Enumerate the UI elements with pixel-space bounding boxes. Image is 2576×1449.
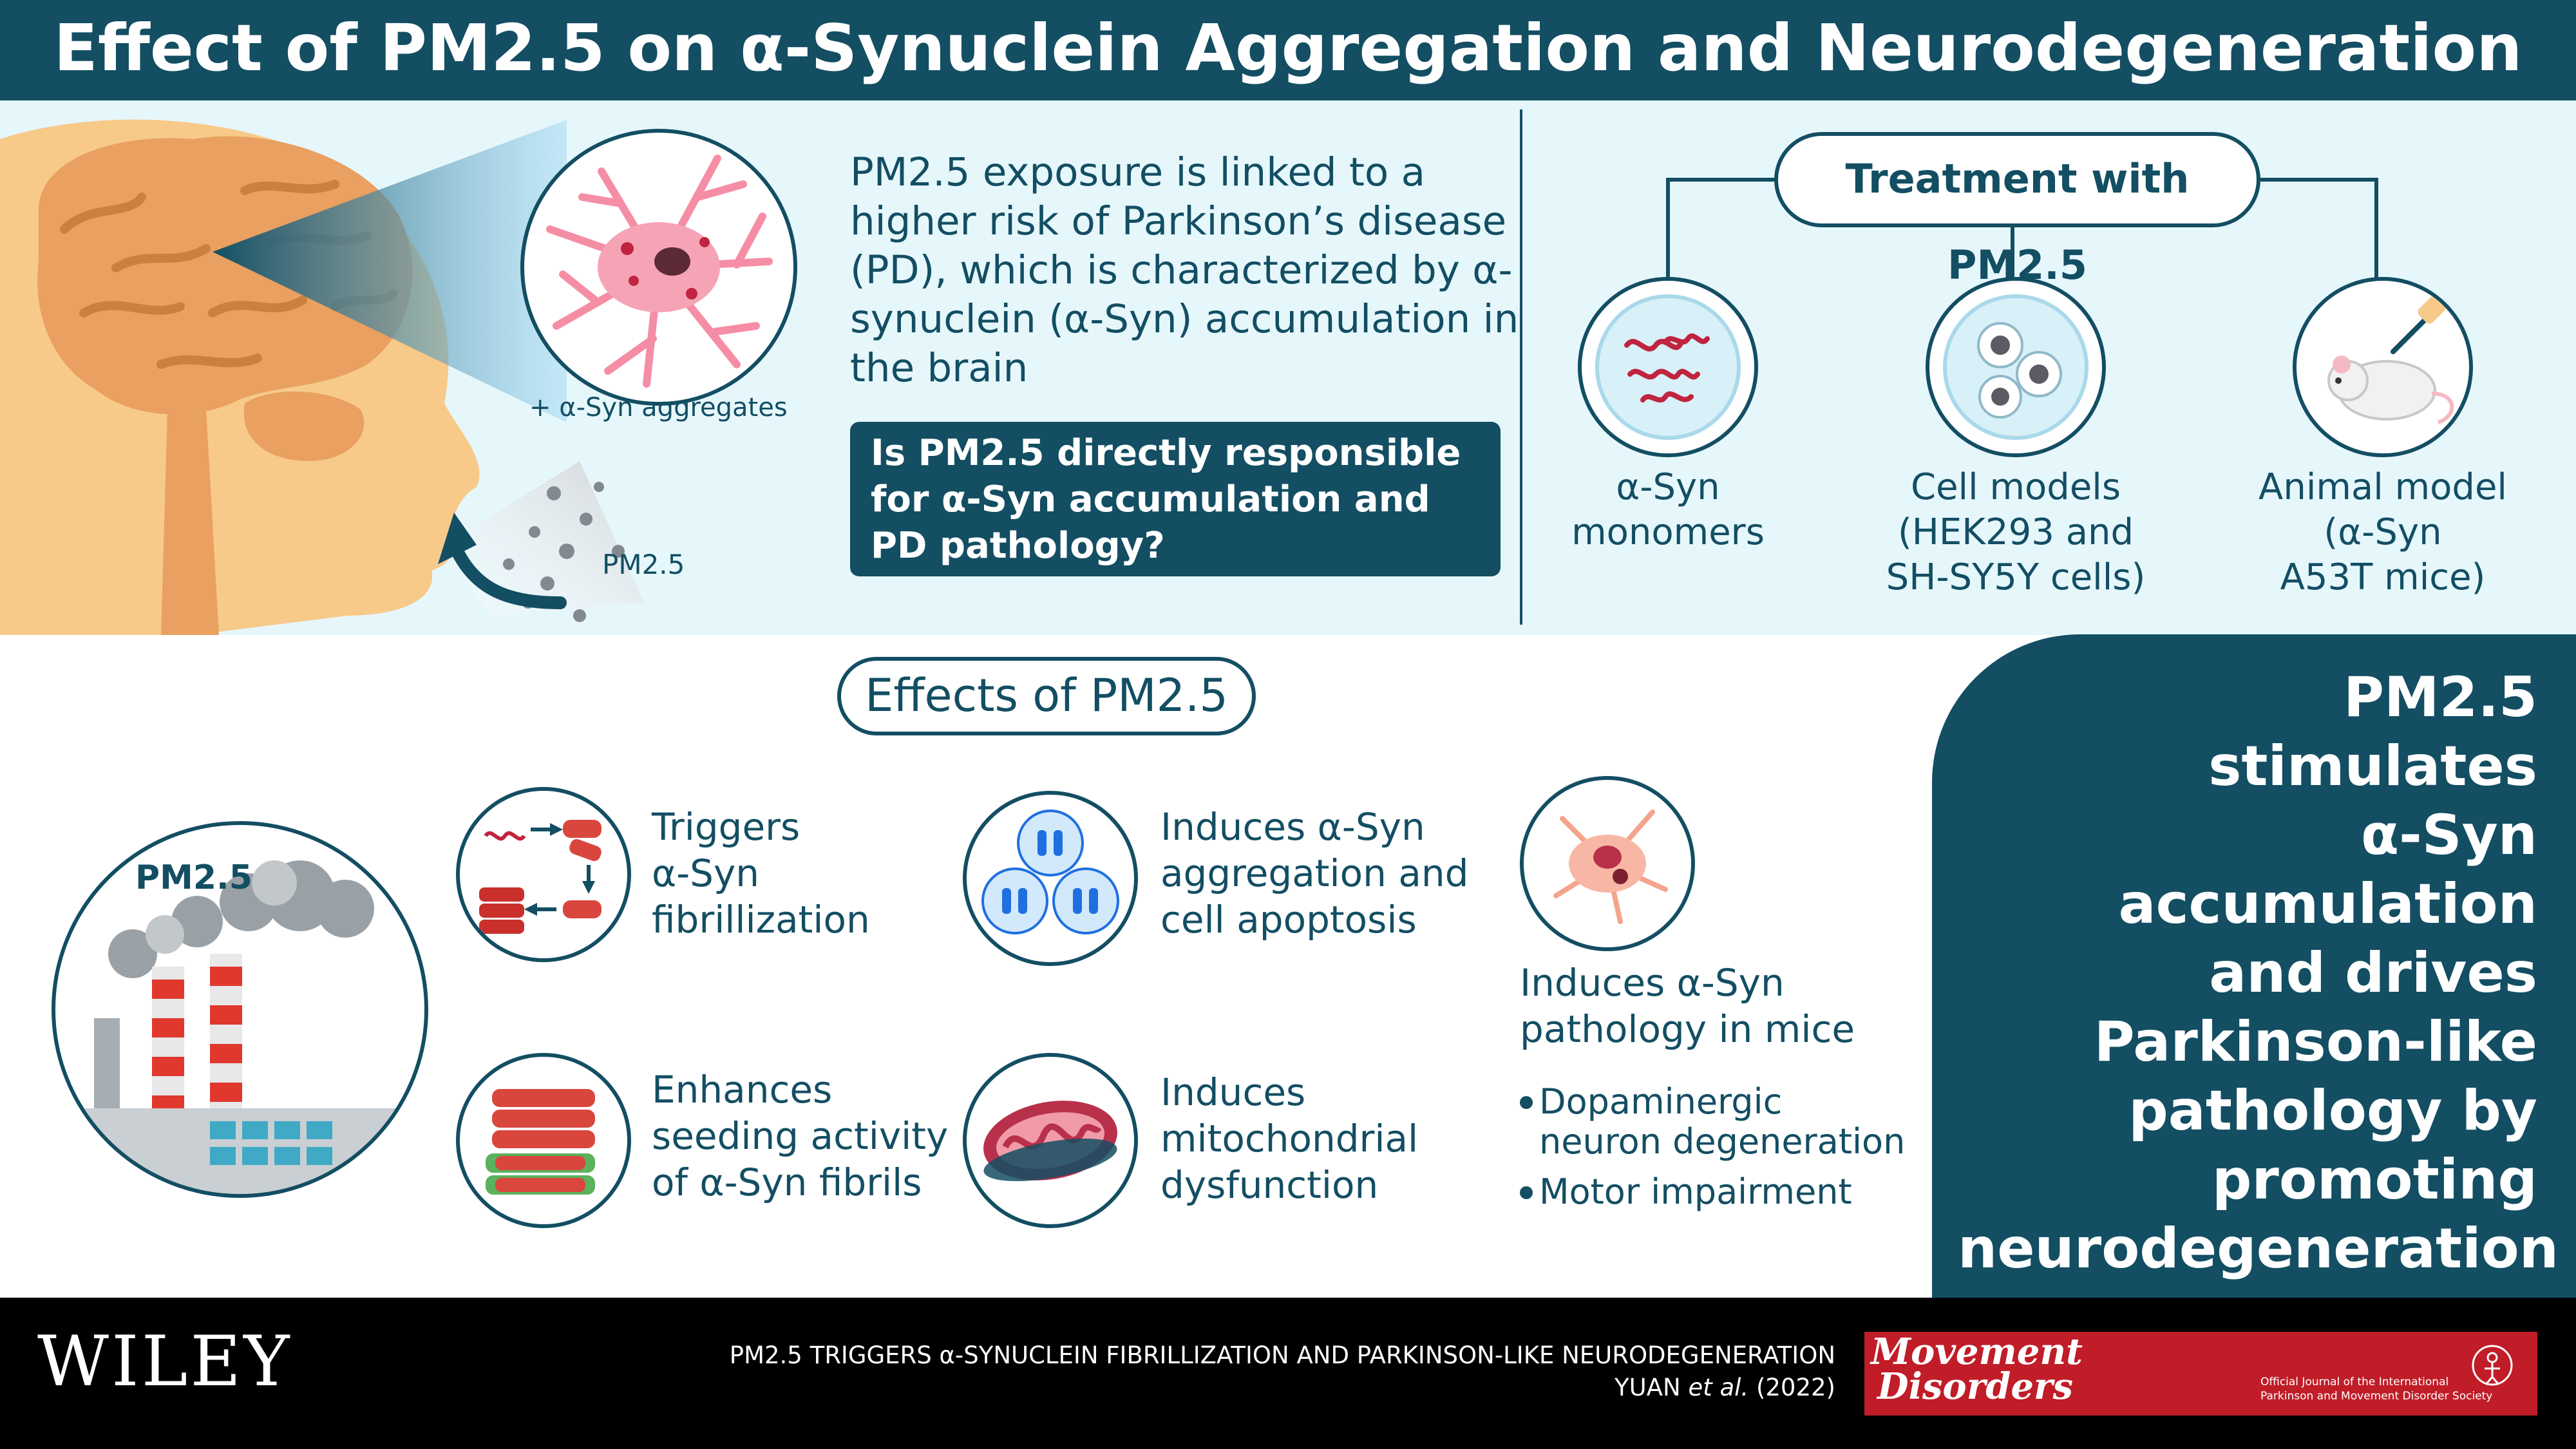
effects-title: Effects of PM2.5 <box>837 657 1256 735</box>
factory-pm25-label: PM2.5 <box>135 858 252 897</box>
mouse-pathology-circle <box>1520 776 1695 951</box>
journal-tagline: Official Journal of the International Pa… <box>2260 1376 2493 1403</box>
fibril-seeding-icon <box>486 1089 595 1195</box>
footer-citation: YUAN et al. (2022) <box>1615 1374 1835 1401</box>
title-bar <box>0 0 2576 100</box>
effect-mitochondria-label: Induces mitochondrial dysfunction <box>1160 1070 1419 1207</box>
mitochondria-icon <box>983 1101 1117 1182</box>
bullet-motor-impairment: Motor impairment <box>1520 1172 1905 1212</box>
neuron-icon <box>1553 810 1668 924</box>
mice-bullets: Dopaminergic neuron degeneration Motor i… <box>1520 1082 1905 1212</box>
monomers-circle <box>1578 277 1758 457</box>
bullet-dot <box>1520 1186 1533 1199</box>
journal-logo-box <box>1864 1332 2537 1416</box>
effect-aggregation-label: Induces α-Syn aggregation and cell apopt… <box>1160 805 1469 942</box>
seeding-circle <box>456 1053 631 1228</box>
cell-aggregation-icon <box>981 810 1119 934</box>
effect-mice-label: Induces α-Syn pathology in mice <box>1520 961 1855 1051</box>
society-emblem-icon <box>2472 1345 2513 1386</box>
question-text: Is PM2.5 directly responsible for α-Syn … <box>871 432 1461 567</box>
question-box <box>850 422 1501 576</box>
animal-model-circle <box>2293 277 2473 457</box>
summary-conclusion: PM2.5 stimulates α-Syn accumulation and … <box>1958 665 2559 1281</box>
animal-model-label: Animal model (α-Syn A53T mice) <box>2259 466 2507 598</box>
panel-divider <box>1520 109 1522 625</box>
cell-dish-icon <box>1943 294 2088 440</box>
cell-models-circle <box>1926 277 2106 457</box>
neuron-icon <box>546 155 773 388</box>
treatment-connector-lines <box>1666 178 2378 278</box>
intro-text: PM2.5 exposure is linked to a higher ris… <box>850 149 1519 391</box>
effect-seeding-label: Enhances seeding activity of α-Syn fibri… <box>652 1068 949 1204</box>
aggregation-circle <box>963 791 1138 966</box>
mouse-injection-icon <box>2327 296 2454 424</box>
footer-article-title: PM2.5 TRIGGERS α-SYNUCLEIN FIBRILLIZATIO… <box>729 1341 1835 1369</box>
bullet-neuron-degeneration: Dopaminergic neuron degeneration <box>1520 1082 1905 1162</box>
mitochondria-circle <box>963 1053 1138 1228</box>
pm25-inhaled-label: PM2.5 <box>602 549 685 580</box>
fibrillization-circle <box>456 787 631 962</box>
aggregates-label: + α-Syn aggregates <box>529 393 788 422</box>
wiley-logo: WILEY <box>37 1321 292 1402</box>
summary-panel <box>1932 634 2576 1298</box>
monomers-label: α-Syn monomers <box>1571 466 1765 553</box>
effect-fibrillization-label: Triggers α-Syn fibrillization <box>652 805 870 942</box>
monomer-dish-icon <box>1595 294 1741 440</box>
cell-models-label: Cell models (HEK293 and SH-SY5Y cells) <box>1886 466 2146 598</box>
journal-logo: Movement Disorders <box>1871 1331 2083 1408</box>
bullet-dot <box>1520 1096 1533 1109</box>
page-title: Effect of PM2.5 on α-Synuclein Aggregati… <box>53 10 2523 86</box>
fibrillization-icon <box>479 820 601 934</box>
neuron-aggregates-circle <box>520 129 797 406</box>
treatment-title: Treatment with PM2.5 <box>1774 132 2260 289</box>
head-brain-illustration <box>0 119 644 635</box>
